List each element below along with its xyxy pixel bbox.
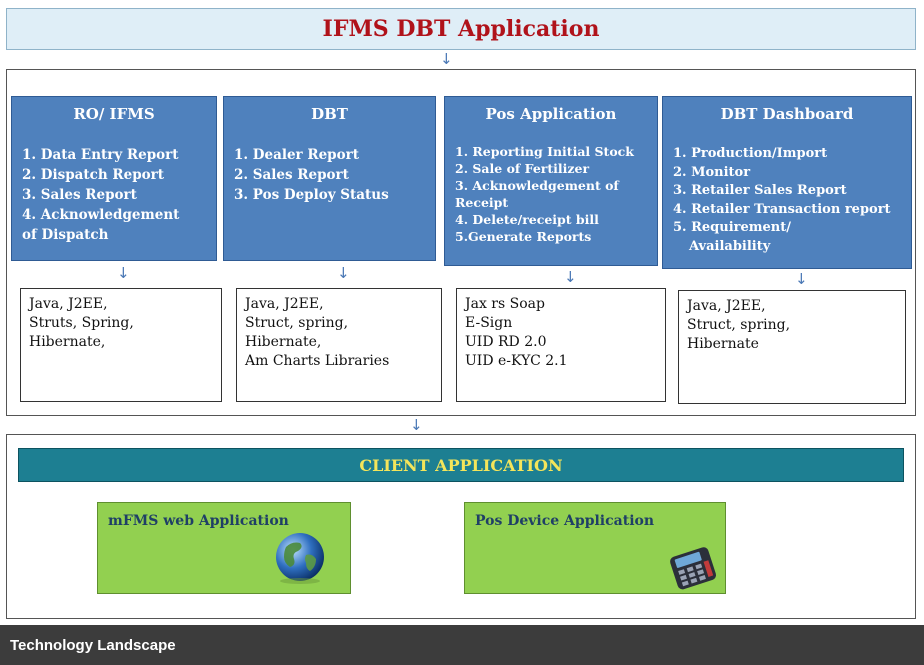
module-ro-ifms: RO/ IFMS 1. Data Entry Report 2. Dispatc… bbox=[11, 96, 217, 261]
module-item: Availability bbox=[689, 238, 771, 254]
tech-stack-box: Jax rs Soap E-Sign UID RD 2.0 UID e-KYC … bbox=[456, 288, 666, 402]
pos-device-icon bbox=[670, 547, 717, 590]
module-item: 4. Retailer Transaction report bbox=[673, 201, 891, 217]
module-item: 3. Sales Report bbox=[22, 187, 137, 203]
globe-icon bbox=[276, 533, 324, 584]
modules-frame bbox=[6, 69, 916, 416]
caption-text: Technology Landscape bbox=[10, 636, 176, 654]
client-application-bar: CLIENT APPLICATION bbox=[18, 448, 904, 482]
module-item: 2. Dispatch Report bbox=[22, 167, 164, 183]
tech-item: Hibernate, bbox=[245, 334, 322, 350]
tech-item: Hibernate, bbox=[29, 334, 106, 350]
diagram-title-box: IFMS DBT Application bbox=[6, 8, 916, 50]
tech-item: Am Charts Libraries bbox=[245, 353, 390, 369]
tech-item: Java, J2EE, bbox=[29, 296, 108, 312]
module-item: 4. Delete/receipt bill bbox=[455, 212, 599, 227]
module-title: DBT bbox=[311, 105, 348, 123]
client-application-title: CLIENT APPLICATION bbox=[359, 455, 563, 475]
mfms-web-app-box: mFMS web Application bbox=[97, 502, 351, 594]
tech-stack-box: Java, J2EE, Struts, Spring, Hibernate, bbox=[20, 288, 222, 402]
tech-item: Struct, spring, bbox=[687, 317, 791, 333]
client-frame bbox=[6, 434, 916, 619]
tech-stack-box: Java, J2EE, Struct, spring, Hibernate, A… bbox=[236, 288, 442, 402]
module-item: 3. Acknowledgement of bbox=[455, 178, 619, 193]
app-label: mFMS web Application bbox=[108, 513, 289, 529]
module-dbt: DBT 1. Dealer Report 2. Sales Report 3. … bbox=[223, 96, 436, 261]
module-item: 1. Production/Import bbox=[673, 146, 828, 161]
pos-device-app-box: Pos Device Application bbox=[464, 502, 726, 594]
module-item: 1. Reporting Initial Stock bbox=[455, 144, 634, 159]
module-item: Receipt bbox=[455, 195, 509, 210]
module-item: 2. Sale of Fertilizer bbox=[455, 161, 590, 176]
module-item: 1. Data Entry Report bbox=[22, 147, 179, 163]
module-item: of Dispatch bbox=[22, 227, 109, 243]
module-item: 1. Dealer Report bbox=[234, 147, 359, 163]
tech-item: Java, J2EE, bbox=[245, 296, 324, 312]
tech-item: UID e-KYC 2.1 bbox=[465, 353, 568, 369]
tech-item: Struct, spring, bbox=[245, 315, 349, 331]
module-item: 3. Pos Deploy Status bbox=[234, 187, 389, 203]
module-title: DBT Dashboard bbox=[720, 105, 854, 123]
module-item: 3. Retailer Sales Report bbox=[673, 183, 847, 198]
module-dbt-dashboard: DBT Dashboard 1. Production/Import 2. Mo… bbox=[662, 96, 912, 269]
module-title: RO/ IFMS bbox=[73, 105, 155, 123]
tech-item: E-Sign bbox=[465, 315, 513, 331]
tech-item: Hibernate bbox=[687, 336, 759, 352]
module-title: Pos Application bbox=[485, 105, 617, 123]
arrow-down-icon: ↓ bbox=[564, 268, 577, 286]
diagram-title: IFMS DBT Application bbox=[322, 16, 600, 42]
caption-bar: Technology Landscape bbox=[0, 625, 924, 665]
module-item: 2. Monitor bbox=[673, 164, 751, 180]
module-item: 5. Requirement/ bbox=[673, 220, 792, 235]
tech-item: UID RD 2.0 bbox=[465, 334, 547, 350]
arrow-down-icon: ↓ bbox=[337, 264, 350, 282]
module-pos-application: Pos Application 1. Reporting Initial Sto… bbox=[444, 96, 658, 266]
module-item: 2. Sales Report bbox=[234, 167, 349, 183]
arrow-down-icon: ↓ bbox=[440, 50, 453, 68]
arrow-down-icon: ↓ bbox=[410, 416, 423, 434]
app-label: Pos Device Application bbox=[475, 513, 655, 529]
tech-item: Jax rs Soap bbox=[465, 296, 545, 312]
arrow-down-icon: ↓ bbox=[795, 270, 808, 288]
tech-stack-box: Java, J2EE, Struct, spring, Hibernate bbox=[678, 290, 906, 404]
module-item: 4. Acknowledgement bbox=[22, 207, 180, 223]
tech-item: Struts, Spring, bbox=[29, 315, 134, 331]
tech-item: Java, J2EE, bbox=[687, 298, 766, 314]
module-item: 5.Generate Reports bbox=[455, 229, 592, 244]
arrow-down-icon: ↓ bbox=[117, 264, 130, 282]
